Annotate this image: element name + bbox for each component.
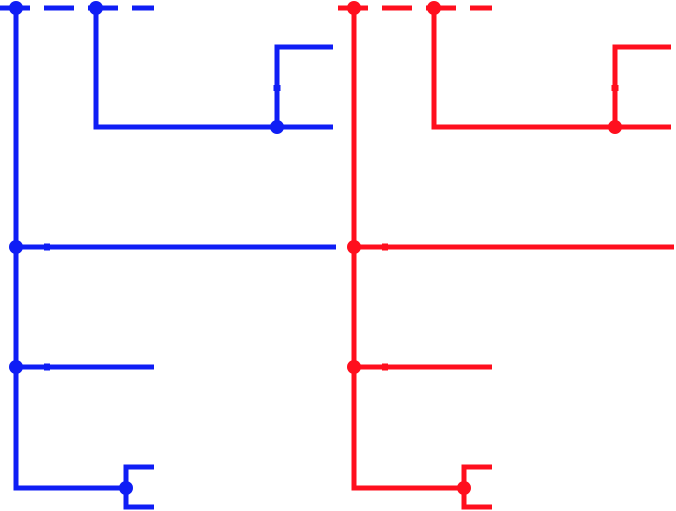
upper-branch-riser-wire: [274, 44, 333, 127]
riser-tick: [611, 85, 619, 91]
upper-branch-riser-wire: [612, 44, 671, 127]
top-branch-node: [89, 1, 103, 15]
lower-branch-tick: [44, 363, 50, 371]
trunk-wire: [351, 8, 464, 491]
riser-tick: [273, 85, 281, 91]
lower-junction-node: [347, 360, 361, 374]
upper-junction-node: [608, 120, 622, 134]
lower-junction-node: [9, 360, 23, 374]
upper-junction-node: [270, 120, 284, 134]
top-branch-node: [427, 1, 441, 15]
middle-branch-tick: [44, 243, 50, 251]
trunk-wire: [13, 8, 126, 491]
left-tree: [0, 1, 336, 510]
middle-branch-tick: [382, 243, 388, 251]
lower-branch-tick: [382, 363, 388, 371]
root-node: [9, 1, 23, 15]
upper-branch-wire: [93, 8, 333, 130]
bottom-junction-node: [119, 481, 133, 495]
bottom-junction-node: [457, 481, 471, 495]
right-tree: [338, 1, 674, 510]
middle-junction-node: [347, 240, 361, 254]
root-node: [347, 1, 361, 15]
upper-branch-wire: [431, 8, 671, 130]
middle-junction-node: [9, 240, 23, 254]
